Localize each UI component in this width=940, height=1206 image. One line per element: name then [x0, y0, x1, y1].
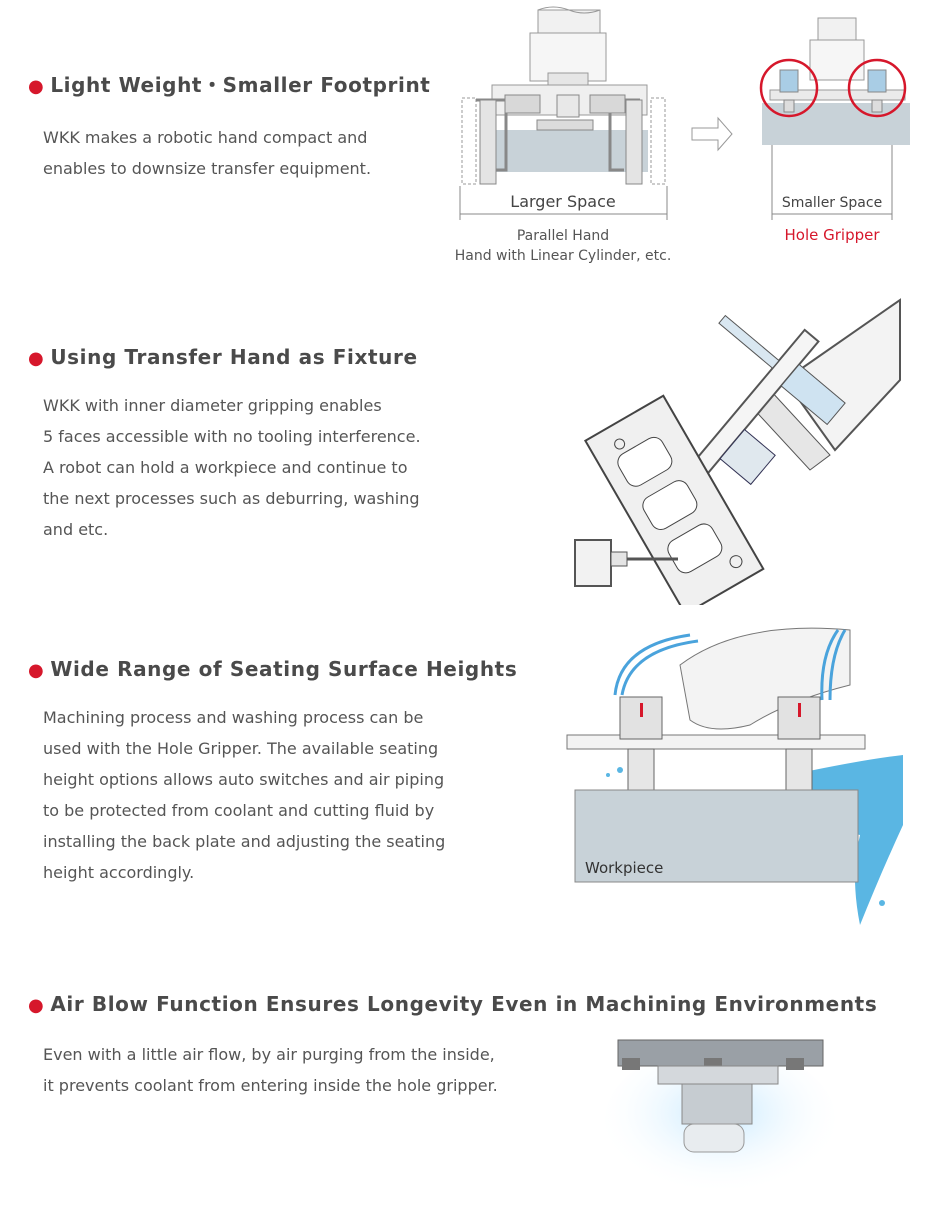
body-line: to be protected from coolant and cutting…	[43, 801, 435, 820]
smaller-space-label: Smaller Space	[782, 195, 882, 211]
body-line: Even with a little air flow, by air purg…	[43, 1045, 495, 1064]
body-line: Machining process and washing process ca…	[43, 708, 424, 727]
larger-space-label: Larger Space	[510, 192, 615, 211]
section-4-heading: ●Air Blow Function Ensures Longevity Eve…	[28, 992, 877, 1016]
gripper-tip	[683, 1123, 745, 1153]
bullet-dot-icon: ●	[28, 660, 45, 681]
section-3-heading: ●Wide Range of Seating Surface Heights	[28, 657, 517, 681]
air-hose-left	[613, 633, 691, 696]
section-2-body: WKK with inner diameter gripping enables…	[43, 390, 421, 545]
body-line: height accordingly.	[43, 863, 195, 882]
robot-arm-illustration	[679, 627, 851, 730]
section-3-body: Machining process and washing process ca…	[43, 702, 445, 888]
section-2-heading: ●Using Transfer Hand as Fixture	[28, 345, 418, 369]
section-1-heading: ●Light Weight・Smaller Footprint	[28, 69, 430, 98]
air-hose-right	[828, 629, 847, 701]
hole-gripper-diagram	[759, 17, 910, 220]
bullet-dot-icon: ●	[28, 76, 45, 97]
transfer-hand-fixture-figure	[574, 298, 901, 605]
parallel-hand-label: Parallel Hand	[517, 228, 609, 244]
body-line: WKK makes a robotic hand compact and	[43, 128, 368, 147]
workpiece-block	[574, 789, 859, 883]
engine-block-workpiece	[583, 394, 765, 605]
air-blow-figure	[605, 1039, 835, 1195]
section-1-title: Light Weight・Smaller Footprint	[50, 73, 431, 97]
hole-gripper-unit	[719, 428, 776, 486]
drill-tool	[574, 539, 678, 587]
section-1-body: WKK makes a robotic hand compact and ena…	[43, 122, 371, 184]
section-4-body: Even with a little air flow, by air purg…	[43, 1039, 498, 1101]
gripper-jaw	[681, 1083, 753, 1125]
gripper-body	[657, 1065, 779, 1085]
body-line: A robot can hold a workpiece and continu…	[43, 458, 408, 477]
section-2-title: Using Transfer Hand as Fixture	[50, 345, 418, 369]
body-line: 5 faces accessible with no tooling inter…	[43, 427, 421, 446]
seating-height-figure: Workpiece	[566, 627, 903, 925]
body-line: WKK with inner diameter gripping enables	[43, 396, 382, 415]
right-arrow-icon	[691, 116, 733, 152]
section-3-title: Wide Range of Seating Surface Heights	[50, 657, 518, 681]
body-line: used with the Hole Gripper. The availabl…	[43, 739, 439, 758]
body-line: the next processes such as deburring, wa…	[43, 489, 420, 508]
cylinder-upper	[780, 363, 846, 426]
body-line: enables to downsize transfer equipment.	[43, 159, 372, 178]
hole-gripper-label: Hole Gripper	[784, 226, 880, 244]
parallel-hand-diagram	[459, 6, 668, 220]
section-4-title: Air Blow Function Ensures Longevity Even…	[50, 992, 878, 1016]
linear-cylinder-label: Hand with Linear Cylinder, etc.	[455, 248, 672, 264]
workpiece-label: Workpiece	[585, 859, 663, 877]
body-line: height options allows auto switches and …	[43, 770, 445, 789]
bullet-dot-icon: ●	[28, 348, 45, 369]
body-line: installing the back plate and adjusting …	[43, 832, 446, 851]
body-line: it prevents coolant from entering inside…	[43, 1076, 498, 1095]
footprint-comparison-figure: Larger Space Parallel Hand Hand with Lin…	[455, 6, 910, 264]
body-line: and etc.	[43, 520, 109, 539]
bullet-dot-icon: ●	[28, 995, 45, 1016]
